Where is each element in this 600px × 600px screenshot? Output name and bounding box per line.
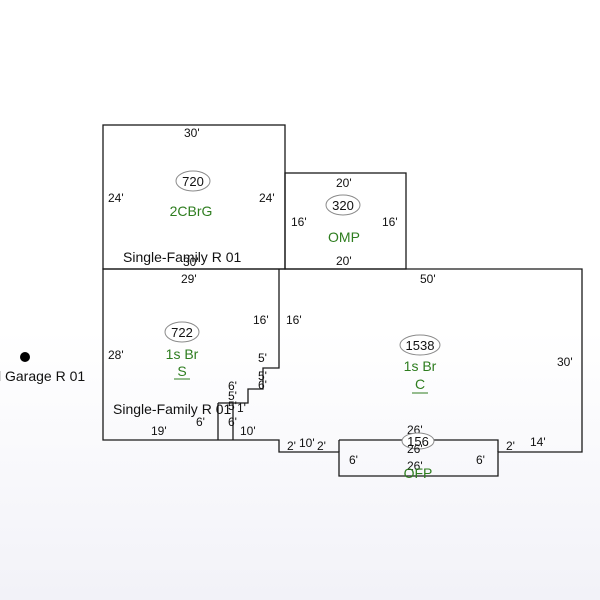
big-dim-notch-d: 2': [506, 439, 515, 453]
big-dim-step-a: 5': [258, 369, 267, 383]
small-dim-step-a: 5': [258, 351, 267, 365]
ofp-code: OFP: [404, 465, 433, 481]
big-code-line2: C: [415, 376, 425, 392]
small-dim-step-i: 1': [237, 401, 246, 415]
big-dim-left: 16': [286, 313, 302, 327]
ofp-area-value: 156: [407, 434, 429, 449]
small-area-oval: [164, 321, 200, 343]
small-code-line2: S: [177, 363, 186, 379]
big-dim-bottom-right: 14': [530, 435, 546, 449]
lower-building-outline: [102, 268, 583, 477]
lower-building-name: Single-Family R 01: [113, 401, 231, 417]
small-dim-top: 29': [181, 272, 197, 286]
upper-dim-right: 24': [259, 191, 275, 205]
small-dim-step-d: 5': [228, 399, 237, 413]
omp-code: OMP: [328, 229, 360, 245]
upper-area-value: 720: [182, 174, 204, 189]
big-dim-top: 50': [420, 272, 436, 286]
big-dim-right: 30': [557, 355, 573, 369]
big-area-oval: [399, 334, 441, 356]
upper-building-outline: [102, 124, 286, 270]
big-code-line1: 1s Br: [404, 358, 437, 374]
upper-dim-top: 30': [184, 126, 200, 140]
upper-dim-left: 24': [108, 191, 124, 205]
small-dim-step-c: 5': [228, 389, 237, 403]
big-dim-notch-b: 10': [299, 436, 315, 450]
big-dim-step-b: 6': [258, 378, 267, 392]
ofp-dim-top2: 26': [407, 442, 423, 456]
omp-dim-top: 20': [336, 176, 352, 190]
ofp-dim-right: 6': [476, 453, 485, 467]
omp-dim-left: 16': [291, 215, 307, 229]
small-dim-bottom: 19': [151, 424, 167, 438]
upper-dim-bottom: 30': [183, 255, 199, 269]
omp-dim-bottom: 20': [336, 254, 352, 268]
lower-interior-wall: [232, 269, 280, 440]
small-dim-step-b: 6': [228, 379, 237, 393]
small-code-line1: 1s Br: [166, 346, 199, 362]
omp-area-oval: [325, 194, 361, 216]
big-dim-bottom-left: 10': [240, 424, 256, 438]
ofp-outline: [339, 439, 499, 452]
big-dim-notch-a: 2': [287, 439, 296, 453]
big-dim-notch-c: 2': [317, 439, 326, 453]
small-dim-right: 16': [253, 313, 269, 327]
small-dim-step-e: 6': [196, 415, 205, 429]
small-dim-left: 28': [108, 348, 124, 362]
omp-area-value: 320: [332, 198, 354, 213]
upper-code: 2CBrG: [170, 203, 213, 219]
upper-area-oval: [175, 170, 211, 192]
small-area-value: 722: [171, 325, 193, 340]
black-dot-icon: [20, 352, 30, 362]
upper-building-name: Single-Family R 01: [123, 249, 241, 265]
big-area-value: 1538: [406, 338, 435, 353]
small-dim-step-f: 6': [228, 415, 237, 429]
garage-label: l Garage R 01: [0, 368, 85, 384]
ofp-dim-left: 6': [349, 453, 358, 467]
ofp-area-oval: [401, 432, 435, 450]
omp-dim-right: 16': [382, 215, 398, 229]
ofp-dim-top3: 26': [407, 459, 423, 473]
